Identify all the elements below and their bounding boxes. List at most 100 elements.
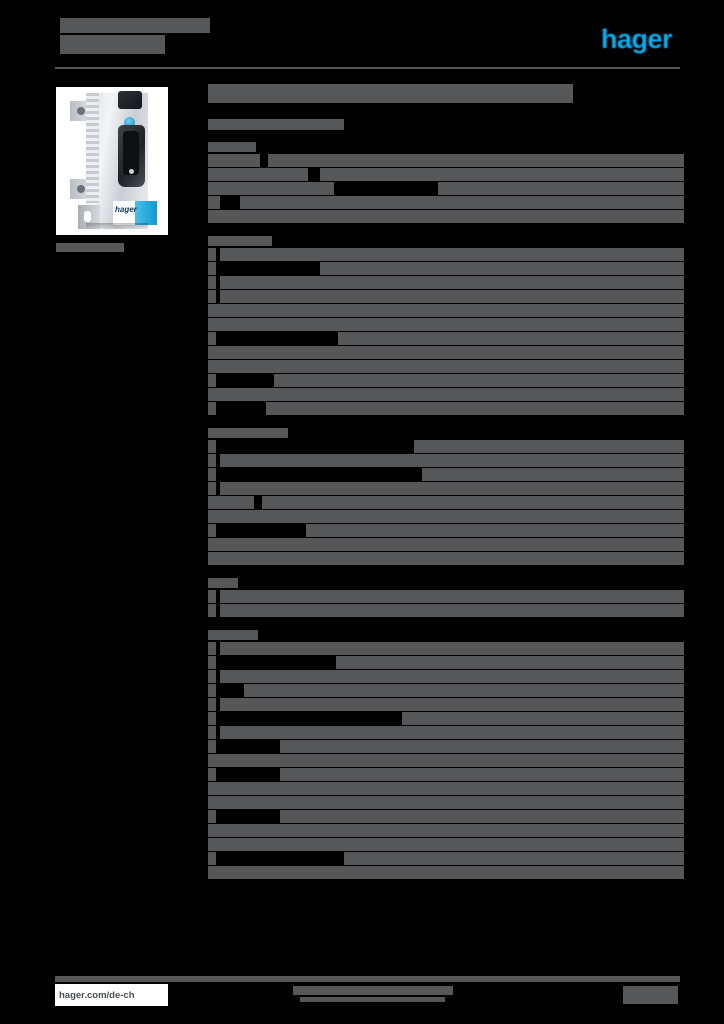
table-cell-value <box>320 168 684 181</box>
hager-logo-text: hager <box>600 24 673 54</box>
table-cell-spacer <box>216 656 336 669</box>
table-row <box>208 402 684 415</box>
table-cell-key <box>208 304 684 317</box>
table-row <box>208 318 684 331</box>
table-cell-spacer <box>216 454 220 467</box>
table-cell-key <box>208 196 220 209</box>
specification-table <box>208 142 684 879</box>
table-cell-value <box>422 468 684 481</box>
table-row <box>208 248 684 261</box>
table-cell-value <box>220 454 684 467</box>
footer-center-label <box>293 986 453 995</box>
spec-section <box>208 142 684 223</box>
footer-url-text: hager.com/de-ch <box>59 989 135 1001</box>
table-row <box>208 740 684 753</box>
page-footer: hager.com/de-ch <box>0 976 724 1024</box>
table-row <box>208 154 684 167</box>
hager-logo[interactable]: hager <box>582 24 673 54</box>
table-cell-value <box>240 196 684 209</box>
table-cell-spacer <box>216 468 422 481</box>
spec-section-spacer <box>208 566 684 578</box>
table-cell-key <box>208 712 216 725</box>
spec-section-heading <box>208 142 256 152</box>
table-cell-value <box>280 810 684 823</box>
table-cell-key <box>208 824 684 837</box>
table-cell-value <box>220 248 684 261</box>
table-cell-value <box>268 154 684 167</box>
table-cell-key <box>208 740 216 753</box>
table-row <box>208 454 684 467</box>
table-row <box>208 388 684 401</box>
table-cell-value <box>220 604 684 617</box>
table-row <box>208 852 684 865</box>
table-cell-key <box>208 604 216 617</box>
table-row <box>208 656 684 669</box>
table-cell-spacer <box>216 810 280 823</box>
table-cell-key <box>208 768 216 781</box>
table-cell-key <box>208 468 216 481</box>
header-divider <box>55 67 680 69</box>
table-cell-key <box>208 590 216 603</box>
table-cell-key <box>208 838 684 851</box>
table-cell-key <box>208 726 216 739</box>
spec-section-heading <box>208 630 258 640</box>
table-cell-spacer <box>216 740 280 753</box>
document-title-label <box>60 35 165 54</box>
table-cell-value <box>244 684 684 697</box>
table-row <box>208 866 684 879</box>
table-cell-value <box>344 852 684 865</box>
table-cell-key <box>208 374 216 387</box>
spec-section <box>208 630 684 879</box>
table-row <box>208 210 684 223</box>
table-cell-spacer <box>216 440 414 453</box>
footer-divider <box>55 976 680 982</box>
table-cell-key <box>208 290 216 303</box>
footer-center-label-secondary <box>300 997 445 1002</box>
table-cell-spacer <box>216 684 244 697</box>
table-cell-key <box>208 318 684 331</box>
table-row <box>208 642 684 655</box>
product-image-brand-label: hager <box>115 205 137 214</box>
table-cell-spacer <box>254 496 262 509</box>
table-cell-key <box>208 276 216 289</box>
table-cell-spacer <box>216 482 220 495</box>
table-cell-key <box>208 656 216 669</box>
table-cell-value <box>220 726 684 739</box>
spec-section-spacer <box>208 618 684 630</box>
table-cell-spacer <box>216 670 220 683</box>
table-cell-key <box>208 454 216 467</box>
footer-url[interactable]: hager.com/de-ch <box>55 984 168 1006</box>
table-cell-key <box>208 482 216 495</box>
table-row <box>208 276 684 289</box>
table-cell-value <box>414 440 684 453</box>
table-row <box>208 304 684 317</box>
table-row <box>208 768 684 781</box>
table-row <box>208 262 684 275</box>
table-cell-key <box>208 754 684 767</box>
table-cell-value <box>274 374 684 387</box>
table-cell-value <box>220 642 684 655</box>
spec-section-spacer <box>208 224 684 236</box>
product-image-caption <box>56 243 124 252</box>
table-row <box>208 482 684 495</box>
table-cell-spacer <box>216 402 266 415</box>
table-cell-value <box>266 402 684 415</box>
table-row <box>208 360 684 373</box>
table-cell-key <box>208 496 254 509</box>
table-cell-key <box>208 154 260 167</box>
table-cell-value <box>220 290 684 303</box>
table-cell-key <box>208 552 684 565</box>
table-row <box>208 290 684 303</box>
table-cell-spacer <box>308 168 320 181</box>
table-cell-value <box>220 590 684 603</box>
table-cell-value <box>338 332 684 345</box>
page-title <box>208 84 573 103</box>
table-row <box>208 796 684 809</box>
table-cell-key <box>208 866 684 879</box>
table-row <box>208 810 684 823</box>
table-row <box>208 552 684 565</box>
spec-section <box>208 236 684 415</box>
table-cell-spacer <box>216 262 320 275</box>
page-subtitle <box>208 119 344 130</box>
